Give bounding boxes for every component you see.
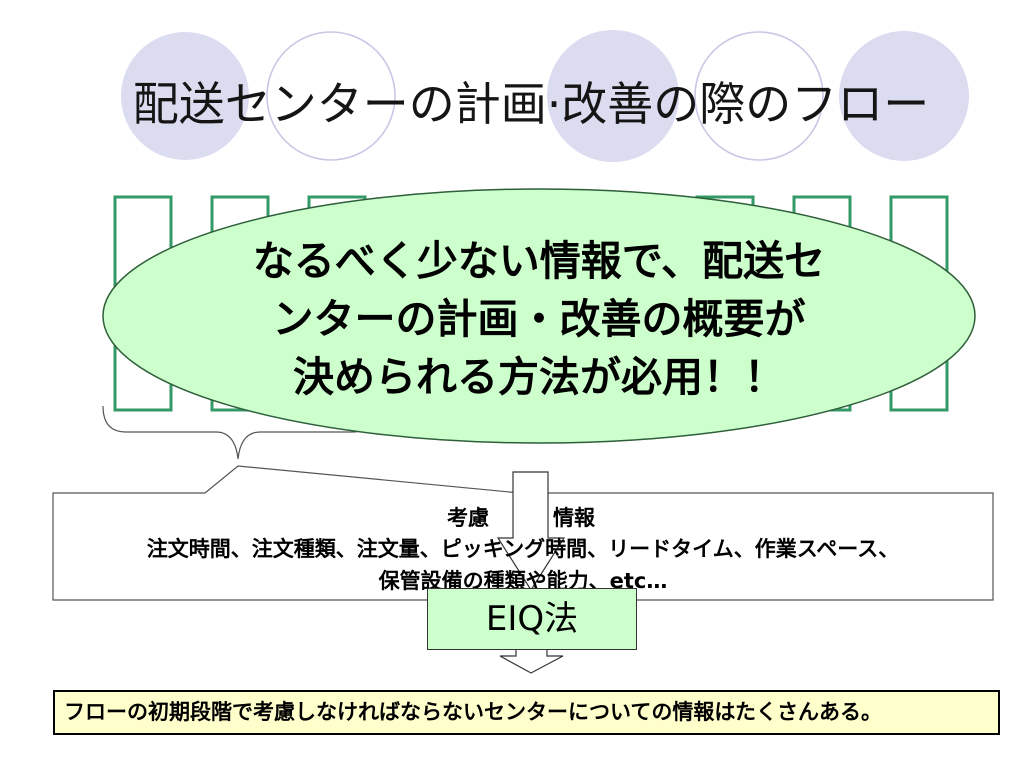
bubble-line-3: 決められる方法が必用！！ — [293, 353, 785, 401]
note-text: フローの初期段階で考慮しなければならないセンターについての情報はたくさんある。 — [64, 700, 882, 724]
decorative-circle — [547, 30, 679, 162]
callout-line-2: 注文時間、注文種類、注文量、ピッキング時間、リードタイム、作業スペース、 — [146, 537, 900, 561]
note-box: フローの初期段階で考慮しなければならないセンターについての情報はたくさんある。 — [53, 690, 1000, 735]
bubble-line-1: なるべく少ない情報で、配送セ — [252, 237, 826, 285]
decorative-circle — [121, 32, 249, 160]
decorative-circle-outline — [266, 31, 396, 161]
down-arrow-icon — [496, 471, 566, 592]
bubble-line-2: ンターの計画・改善の概要が — [272, 295, 806, 343]
summary-bubble-text: なるべく少ない情報で、配送セ ンターの計画・改善の概要が 決められる方法が必用！… — [139, 232, 939, 406]
decorative-circle — [839, 31, 969, 161]
summary-bubble — [102, 188, 976, 444]
callout-body: 注文時間、注文種類、注文量、ピッキング時間、リードタイム、作業スペース、 保管設… — [53, 533, 993, 597]
slide-title: 配送センターの計画·改善の際のフロー — [132, 77, 930, 131]
method-box: EIQ法 — [427, 588, 637, 650]
callout-heading-left: 考慮 — [447, 506, 489, 530]
decorative-circle-outline — [694, 31, 824, 161]
callout-heading-right: 情報 — [553, 506, 595, 530]
